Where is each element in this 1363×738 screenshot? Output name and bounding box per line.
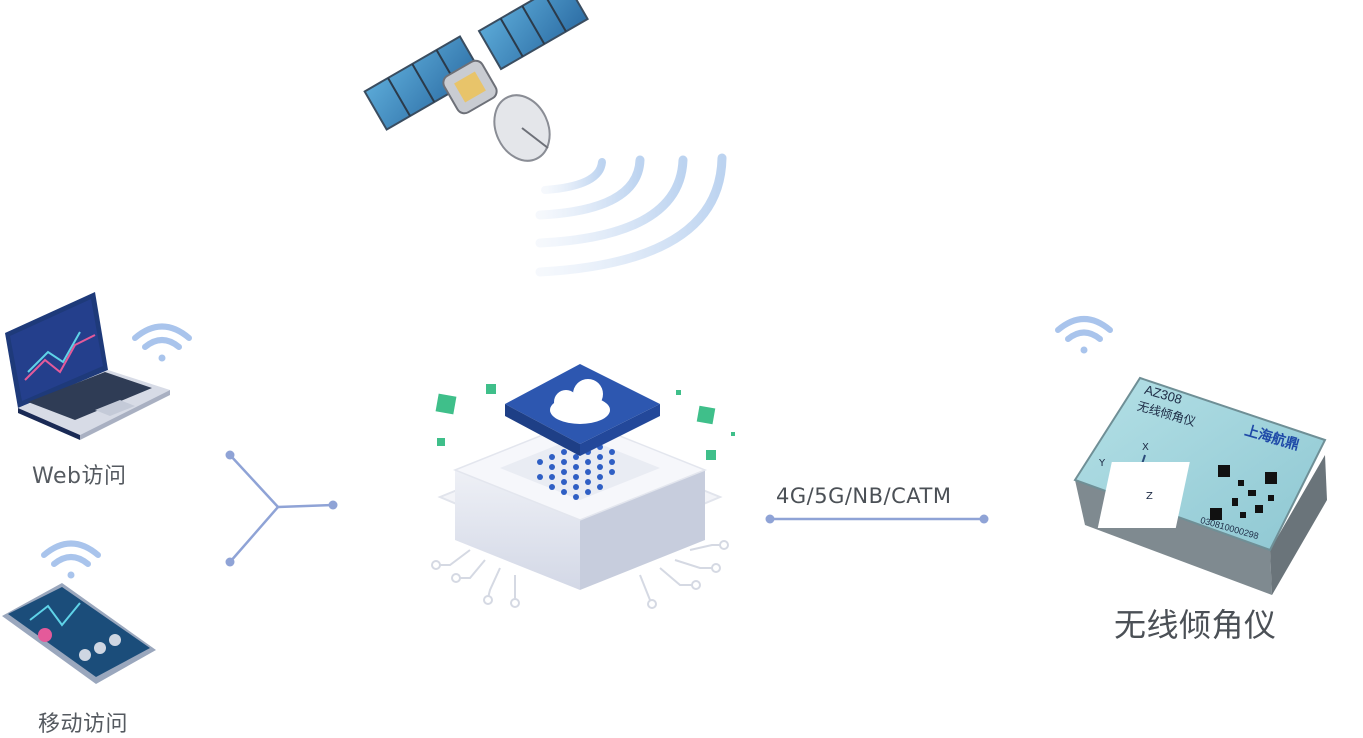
- cloud-platform-icon: [431, 364, 735, 609]
- network-link-label: 4G/5G/NB/CATM: [776, 484, 952, 508]
- link-line: [765, 514, 989, 524]
- inclinometer-device-icon: [1073, 376, 1327, 595]
- signal-waves-icon: [535, 153, 727, 277]
- wifi-icon: [41, 540, 101, 579]
- web-access-label: Web访问: [32, 464, 127, 489]
- phone-icon: [2, 583, 156, 684]
- connection-lines: [225, 450, 338, 567]
- device-label: 无线倾角仪: [1114, 606, 1277, 644]
- wifi-icon: [132, 323, 192, 362]
- mobile-access-label: 移动访问: [38, 712, 129, 737]
- axis-y-label: Y: [1099, 458, 1106, 469]
- axis-z-label: Z: [1146, 491, 1153, 502]
- satellite-icon: [363, 0, 589, 162]
- axis-x-label: X: [1142, 442, 1149, 453]
- wifi-icon: [1055, 316, 1113, 354]
- laptop-icon: [5, 292, 170, 440]
